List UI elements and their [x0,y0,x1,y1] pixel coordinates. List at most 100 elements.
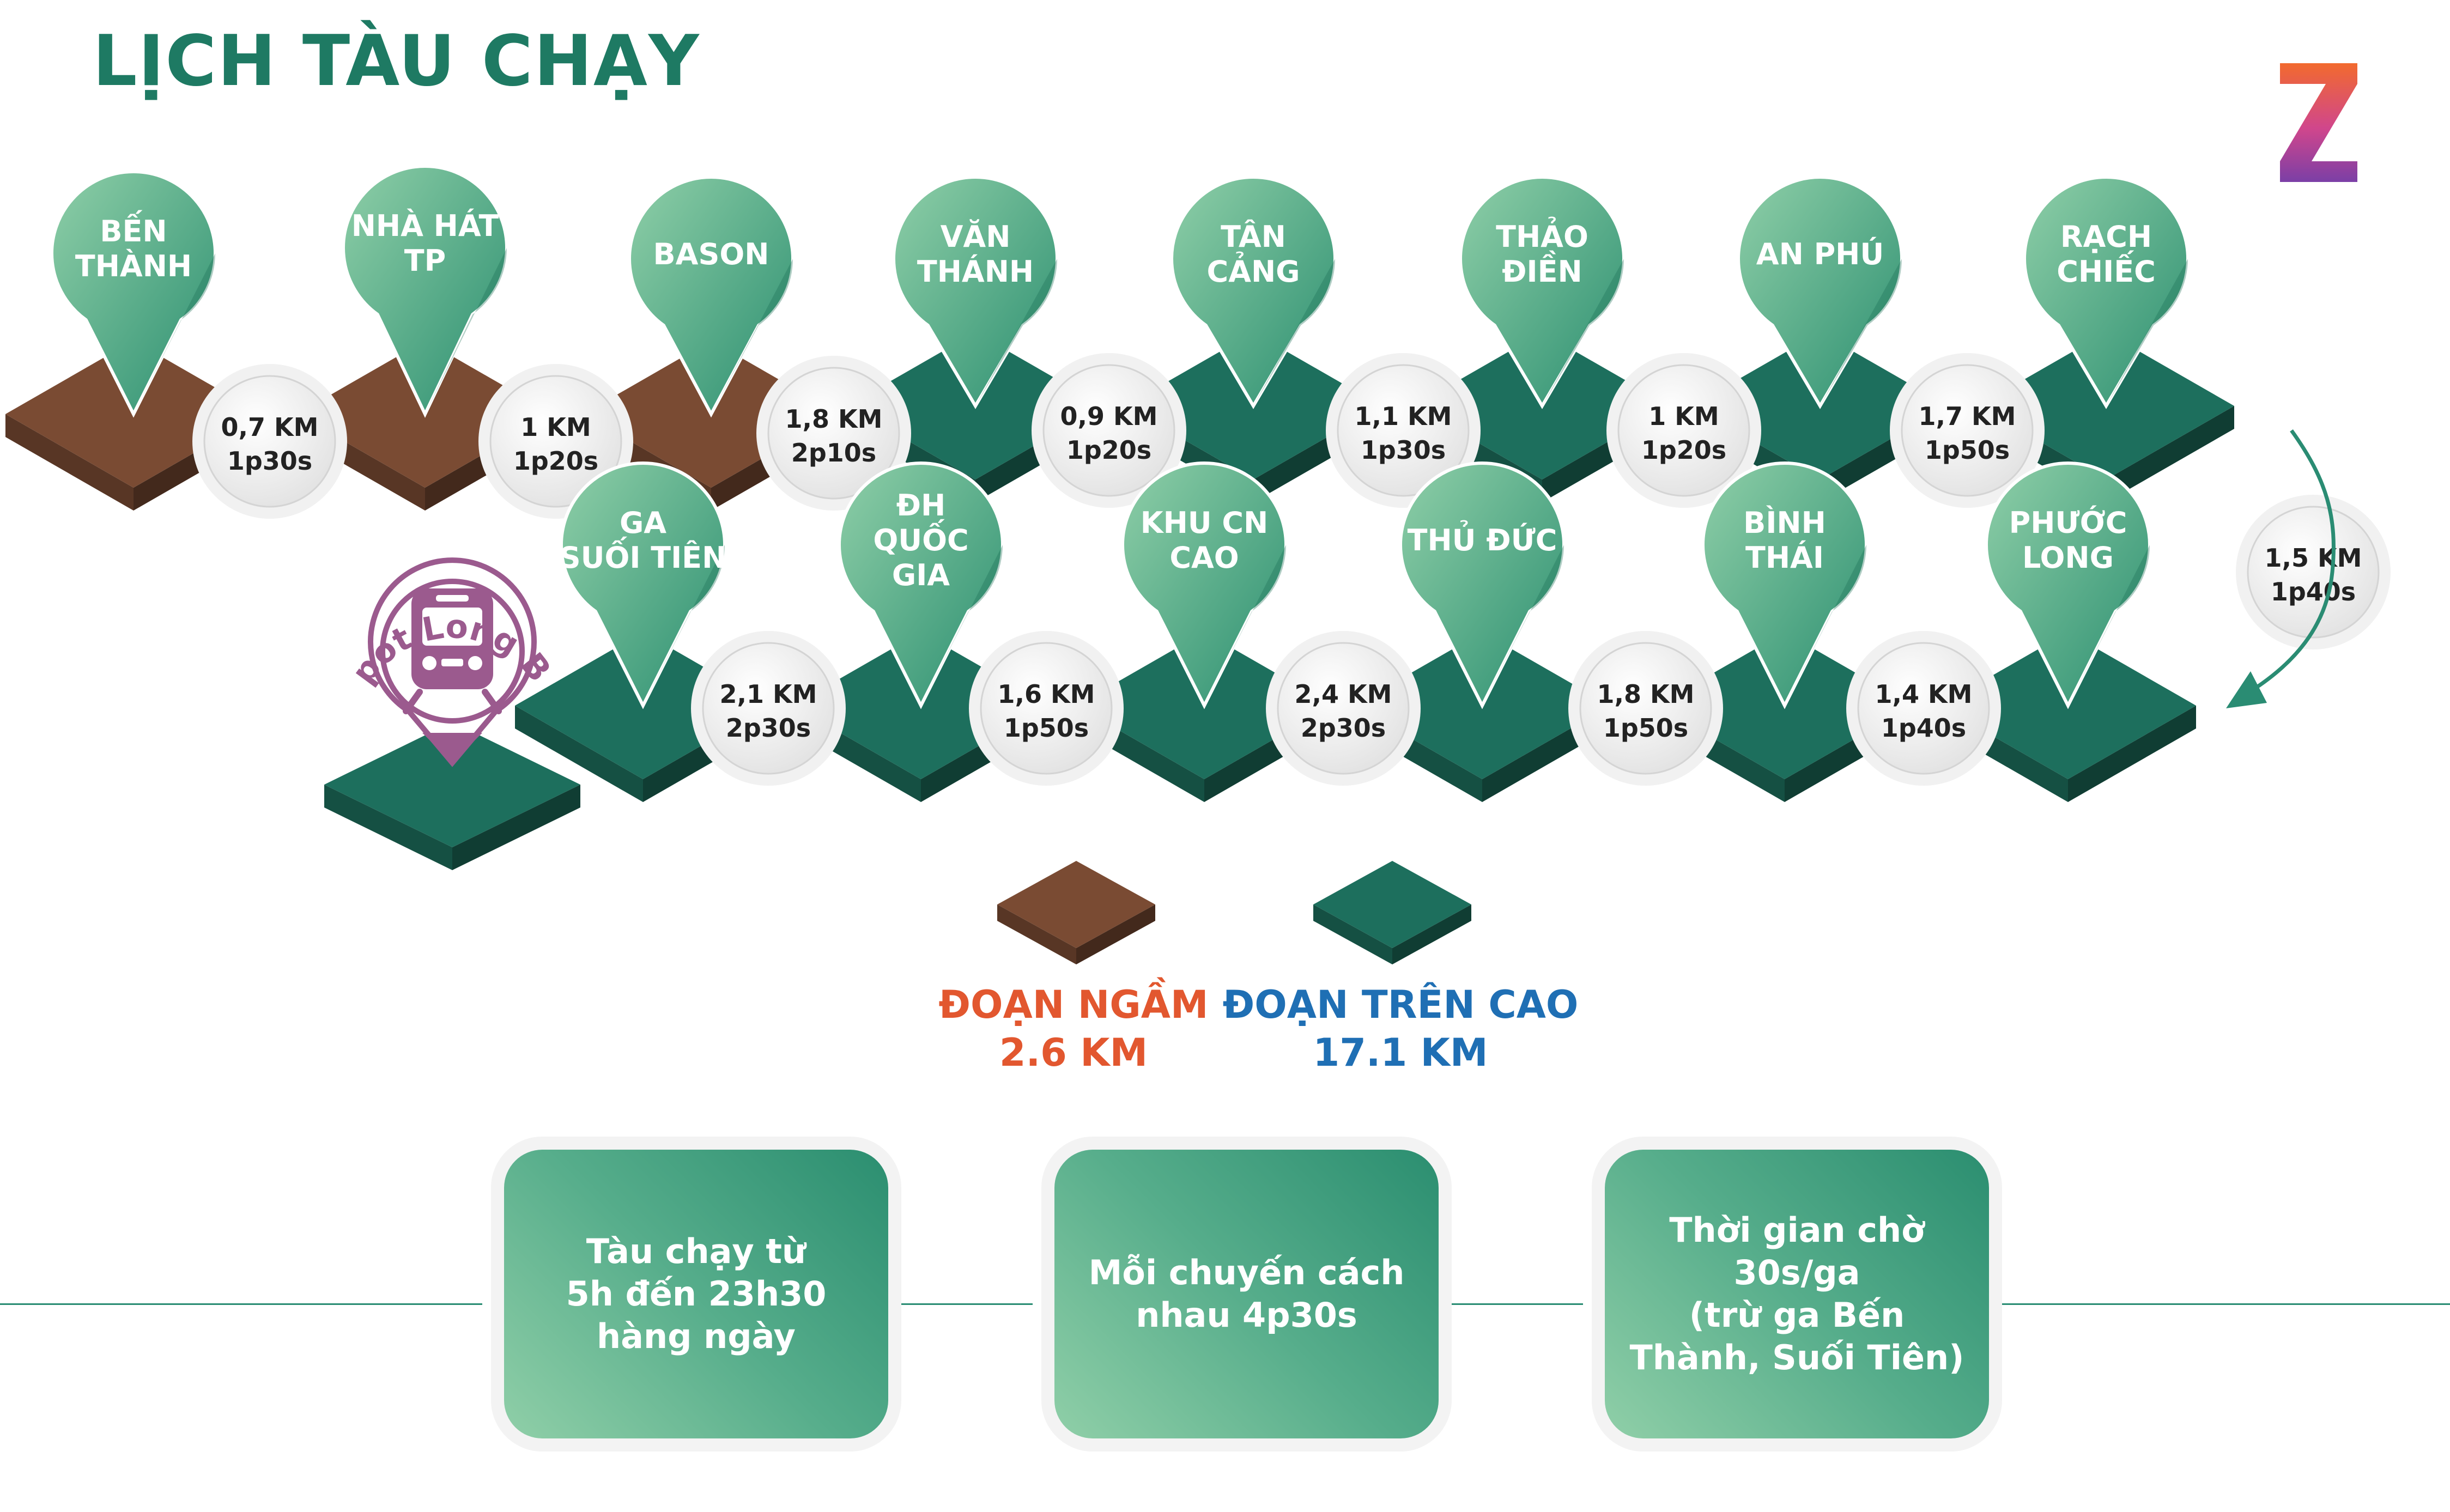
info-box-wait: Thời gian chờ 30s/ga (trừ ga Bến Thành, … [1605,1150,1989,1438]
station-label: CẢNG [1207,252,1300,289]
segment-info: 1,1 KM 1p30s [1326,353,1481,508]
segment-distance: 1 KM [520,412,591,442]
legend-elevated-length: 17.1 KM [1313,1030,1488,1075]
info-text: nhau 4p30s [1136,1295,1357,1335]
station-label: TP [404,244,446,278]
info-text: Mỗi chuyến cách [1088,1253,1405,1292]
page-title: LỊCH TÀU CHẠY [93,21,700,102]
legend-underground: ĐOẠN NGẦM 2.6 KM [937,981,1210,1077]
segment-time: 1p20s [1066,435,1151,465]
segment-distance: 1,1 KM [1355,402,1452,431]
z-logo-icon [2280,63,2357,182]
segment-distance: 0,9 KM [1060,402,1158,431]
station-marker: THỦ ĐỨC [1399,462,1566,709]
info-text: 5h đến 23h30 [566,1274,827,1314]
info-text: 30s/ga [1733,1253,1860,1292]
segment-distance: 1,7 KM [1919,402,2016,431]
station-label: RẠCH [2060,220,2152,254]
segment-time: 2p30s [1301,713,1386,743]
station-label: THÁNH [917,254,1034,289]
info-text: Tàu chạy từ [586,1231,806,1271]
segment-distance: 0,7 KM [221,412,319,442]
segment-distance: 1,6 KM [998,679,1095,709]
segment-distance: 1,5 KM [2265,543,2362,573]
station-label: BÌNH [1743,506,1826,540]
segment-info: 1,6 KM 1p50s [969,631,1124,786]
station-marker: BASON [628,175,795,418]
segment-info: 1,5 KM 1p40s [2236,495,2391,649]
station-label: ĐH [896,488,945,523]
station-label: THÁI [1745,541,1824,575]
segment-info: 2,4 KM 2p30s [1266,631,1421,786]
segment-info: 1 KM 1p20s [1606,353,1761,508]
divider-line [0,1303,482,1305]
segment-time: 1p20s [1641,435,1726,465]
segment-info: 1,4 KM 1p40s [1846,631,2001,786]
segment-distance: 1,4 KM [1875,679,1973,709]
segment-time: 2p10s [791,438,876,467]
train-icon [403,588,502,714]
divider-line [1450,1303,1583,1305]
segment-distance: 1,8 KM [785,404,883,434]
station-label: TÂN [1221,220,1286,254]
segment-time: 1p30s [1361,435,1446,465]
legend-underground-swatch [997,861,1155,964]
segment-info: 2,1 KM 2p30s [691,631,846,786]
segment-time: 1p50s [1925,435,2010,465]
segment-time: 1p40s [2271,577,2356,606]
segment-distance: 1 KM [1648,402,1719,431]
station-label: NHÀ HÁT [351,209,499,243]
station-label: PHƯỚC [2009,506,2127,540]
legend-underground-length: 2.6 KM [999,1030,1148,1075]
info-box-frequency: Mỗi chuyến cách nhau 4p30s [1054,1150,1439,1438]
direction-arrow-icon [2226,429,2336,708]
segment-time: 1p50s [1004,713,1089,743]
station-label: QUỐC [873,519,968,557]
station-label: BẾN [100,210,167,248]
station-label: LONG [2022,541,2114,575]
segment-time: 2p30s [726,713,811,743]
station-label: THỦ ĐỨC [1408,520,1557,557]
station-label: CHIẾC [2057,251,2155,289]
station-label: THÀNH [75,249,192,283]
info-text: Thành, Suối Tiên) [1629,1338,1964,1377]
station-label: CAO [1169,541,1239,575]
segment-distance: 1,8 KM [1597,679,1695,709]
segment-info: 1,8 KM 1p50s [1568,631,1723,786]
segment-time: 1p20s [513,446,598,476]
divider-line [899,1303,1033,1305]
station-label: VĂN [941,220,1011,254]
station-label: GA [620,506,666,540]
segment-info: 1,8 KM 2p10s [756,356,911,511]
info-text: hàng ngày [597,1316,796,1356]
segment-time: 1p50s [1603,713,1688,743]
depot-platform [324,722,580,870]
station-label: BASON [653,237,769,271]
legend-underground-name: ĐOẠN NGẦM [938,982,1209,1027]
segment-info: 1,7 KM 1p50s [1890,353,2045,508]
legend-elevated-name: ĐOẠN TRÊN CAO [1222,982,1579,1027]
info-box-hours: Tàu chạy từ 5h đến 23h30 hàng ngày [504,1150,888,1438]
info-text: (trừ ga Bến [1689,1295,1905,1335]
station-label: SUỐI TIÊN [560,537,727,575]
segment-distance: 2,1 KM [720,679,817,709]
station-marker: AN PHÚ [1737,175,1903,409]
segment-time: 1p40s [1881,713,1966,743]
station-label: THẢO [1496,217,1588,254]
info-text: Thời gian chờ [1669,1210,1925,1250]
segment-info: 0,9 KM 1p20s [1032,353,1186,508]
legend-elevated: ĐOẠN TRÊN CAO 17.1 KM [1221,981,1580,1077]
segment-distance: 2,4 KM [1295,679,1392,709]
divider-line [2000,1303,2450,1305]
